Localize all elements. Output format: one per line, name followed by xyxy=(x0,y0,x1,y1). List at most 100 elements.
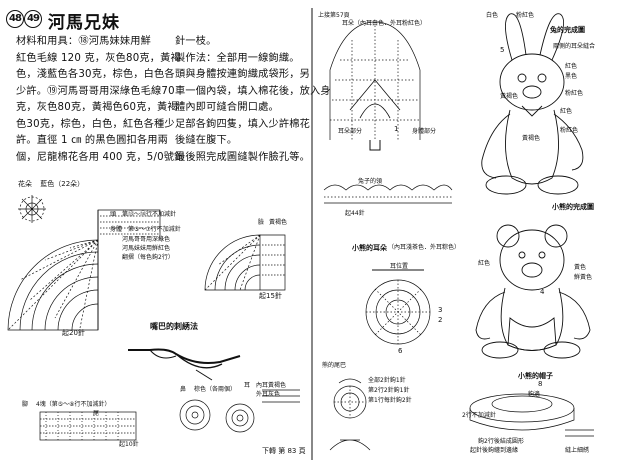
rabbit-title: 兔的完成圖 xyxy=(550,26,585,34)
bear-label-yellow: 黃色 xyxy=(574,264,587,271)
brother-color: 河馬哥哥用深綠色 xyxy=(122,236,171,243)
rabbit-label-6: 紅色 xyxy=(560,108,573,115)
tail-row-2: 第1行每針鉤2針 xyxy=(368,397,412,404)
page-title: 河馬兄妹 xyxy=(48,13,120,33)
muzzle-label: 臉 xyxy=(258,219,265,226)
hat-row-3: 起針後鉤纏到邊緣 xyxy=(470,447,519,454)
tail-label: 尾 xyxy=(93,410,100,417)
head-label: 頭 xyxy=(110,211,117,218)
flower-color: 藍色（22朵） xyxy=(40,180,85,188)
page-turn-note: 下轉 第 83 頁 xyxy=(262,447,306,455)
materials-line: 紅色毛線 120 克，灰色80克，黃褐 xyxy=(16,52,181,64)
bear-ear-num-6: 6 xyxy=(398,347,403,355)
hat-row-1: 2行不加減針 xyxy=(462,412,496,419)
rabbit-num-5: 5 xyxy=(500,46,505,54)
materials-column-2: 針一枝。 製作法：全部用一線鉤織。 頭與身體按連鉤織成袋形，另 車一個內袋，填入… xyxy=(175,34,331,166)
hat-num-8: 8 xyxy=(538,380,543,388)
nose-color: 棕色（各兩個） xyxy=(193,386,236,393)
rabbit-label-7: 黃褐色 xyxy=(522,135,541,142)
rabbit-label-3: 黑色 xyxy=(565,73,578,80)
bear-ear-diagram xyxy=(365,269,431,345)
instruction-line: 製作法：全部用一線鉤織。 xyxy=(175,52,300,64)
instruction-line: 足部各鉤四隻，填入少許棉花 xyxy=(175,118,311,130)
bear-drawing xyxy=(475,224,591,359)
fold-note: 翻摺（每色鉤2行） xyxy=(122,254,174,261)
head-note: 頭 第⑬～⑭行不加減針 xyxy=(110,211,176,218)
bear-title: 小熊的完成圖 xyxy=(552,203,594,211)
foot-note: 腳 4塊（第⑤～⑧行不加減針） xyxy=(22,401,111,408)
bear-ear-num-3: 3 xyxy=(438,306,443,314)
instruction-line: 車一個內袋，填入棉花後，放入身 xyxy=(175,85,331,97)
rabbit-ear-note: 兩側的耳朵縫合 xyxy=(553,43,596,50)
ear-inner: 外耳灰色 xyxy=(256,391,281,398)
ear-label: 耳 xyxy=(244,382,251,389)
page-number-48: 48 xyxy=(6,10,24,28)
start-10-label: 起10針 xyxy=(119,441,139,448)
rabbit-label-2: 紅色 xyxy=(565,63,578,70)
nose-note: 鼻 棕色（各兩個） xyxy=(180,386,236,393)
head-row-note: 第⑬～⑭行不加減針 xyxy=(121,211,176,218)
start-20-label: 起20針 xyxy=(62,329,85,337)
rabbit-label-8: 粉紅色 xyxy=(560,127,579,134)
instruction-line: 後縫在腹下。 xyxy=(175,135,238,146)
rabbit-label-1: 粉紅色 xyxy=(516,12,535,19)
start-15-label: 起15針 xyxy=(259,292,282,300)
bear-label-red: 紅色 xyxy=(478,260,491,267)
foot-tail-diagram xyxy=(39,411,137,441)
ear-outer: 內耳黃褐色 xyxy=(256,382,287,389)
hat-row-0: 鉤邊 xyxy=(528,391,541,398)
materials-line: 材料和用具：⑱河馬妹妹用鮮 xyxy=(16,36,152,47)
bear-label-bright: 鮮黃色 xyxy=(574,274,593,281)
ear57-num-1: 1 xyxy=(394,125,399,133)
page-number-49: 49 xyxy=(24,10,42,28)
ear-diagram-small xyxy=(262,389,300,403)
hat-row-4: 縫上細綉 xyxy=(565,447,590,454)
instruction-line: 最後照完成圖縫製作臉孔等。 xyxy=(175,151,311,163)
ear-position-label: 耳位置 xyxy=(390,263,409,270)
ear57-note: 上接第57頁 xyxy=(318,12,350,19)
body-row-note: 第⑤～⑦行不加減針 xyxy=(127,226,181,233)
bear-tail-diagram xyxy=(333,378,367,419)
muzzle-color: 黃褐色 xyxy=(268,219,287,226)
bear-tail-title: 熊的尾巴 xyxy=(322,362,347,369)
rabbit-drawing xyxy=(481,13,584,195)
stitch-legend-0: 耳朵部分 xyxy=(338,128,363,135)
collar-title: 兔子的領 xyxy=(358,178,383,185)
rabbit-label-5: 粉紅色 xyxy=(565,90,584,97)
materials-line: 許。直徑 1 ㎝ 的黑色圓扣各用兩 xyxy=(16,135,169,146)
stitch-title: 嘴巴的刺綉法 xyxy=(150,322,198,331)
stitch-legend-1: 身體部分 xyxy=(412,128,437,135)
hat-diagram xyxy=(469,393,594,437)
bear-ear-title: 小熊的耳朵 xyxy=(352,244,387,252)
muzzle-fan xyxy=(204,234,286,291)
start-44-label: 起44針 xyxy=(345,210,365,217)
bear-ear-num-2: 2 xyxy=(438,316,443,324)
rabbit-label-4: 黃褐色 xyxy=(500,93,519,100)
nose-label: 鼻 xyxy=(180,386,187,393)
head-body-fan xyxy=(7,209,161,331)
rabbit-label-0: 白色 xyxy=(486,12,499,19)
ear57-title: 耳朵（內耳白色．外耳粉紅色） xyxy=(342,20,427,27)
instruction-line: 體內即可縫合開口處。 xyxy=(175,102,279,113)
foot-row-note: 4塊（第⑤～⑧行不加減針） xyxy=(35,401,111,408)
tail-row-1: 第2行2針鉤1針 xyxy=(368,387,410,394)
tail-row-0: 全部2針鉤1針 xyxy=(368,377,406,384)
flower-motif xyxy=(18,195,46,223)
stitch-sample xyxy=(329,439,371,451)
materials-line: 少許。⑲河馬哥哥用深綠色毛線70 xyxy=(16,85,175,97)
foot-label: 腳 xyxy=(22,401,29,408)
materials-line: 個，尼龍棉花各用 400 克，5/0號鉤 xyxy=(16,151,185,163)
instruction-line: 頭與身體按連鉤織成袋形，另 xyxy=(175,69,311,80)
ear-tree-diagram xyxy=(329,21,421,151)
body-note: 身體 第⑤～⑦行不加減針 xyxy=(110,226,181,233)
mouth-stitch-drawing xyxy=(128,348,241,381)
bear-ear-color: （內耳淺茶色．外耳粽色） xyxy=(388,244,461,251)
hat-title: 小熊的帽子 xyxy=(518,372,553,380)
body-label: 身體 xyxy=(110,226,123,233)
materials-column-1: 材料和用具：⑱河馬妹妹用鮮 紅色毛線 120 克，灰色80克，黃褐 色，淺藍色各… xyxy=(16,34,185,166)
instruction-line: 針一枝。 xyxy=(175,36,217,47)
hat-row-2: 鉤2行後結成圓形 xyxy=(478,438,524,445)
flower-label: 花朵 xyxy=(18,180,32,188)
